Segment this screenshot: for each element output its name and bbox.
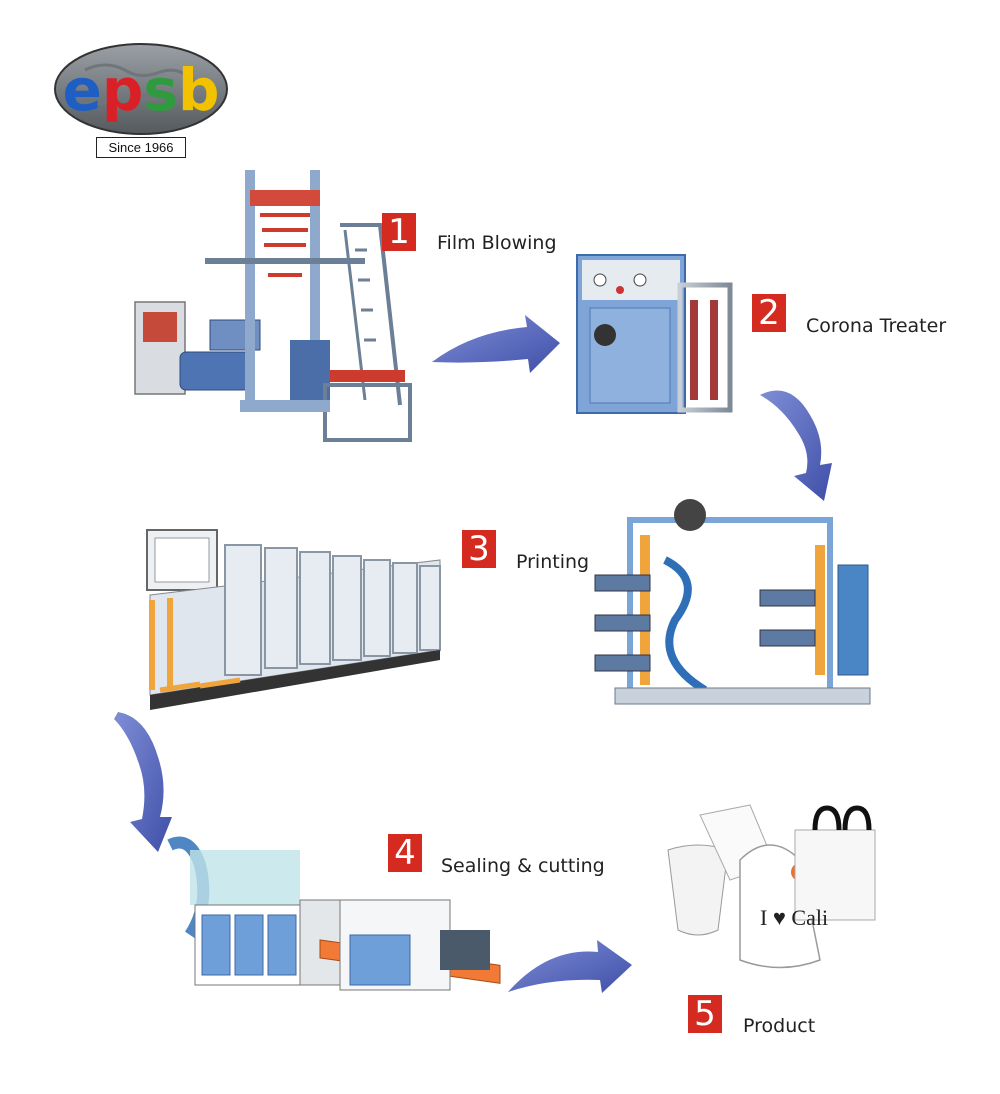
film-blowing-machine-image (134, 170, 412, 442)
gravure-printing-machine-image (146, 529, 441, 710)
logo-letter-s: s (143, 56, 178, 124)
arrow-1-to-2 (432, 315, 560, 373)
step-3-label: Printing (516, 551, 590, 573)
since-1966-caption: Since 1966 (96, 137, 186, 158)
logo-letter-e: e (63, 56, 102, 124)
corona-treater-image (576, 254, 733, 414)
step-2-number-badge: 2 (752, 294, 786, 332)
step-4-number-badge: 4 (388, 834, 422, 872)
arrow-3-to-4 (114, 712, 172, 852)
bag-print-text: I ♥ Cali (760, 905, 828, 930)
flow-arrows (114, 315, 832, 993)
step-2-label: Corona Treater (806, 315, 947, 337)
step-3-number-badge: 3 (462, 530, 496, 568)
logo-letter-b: b (178, 56, 220, 124)
arrow-4-to-5 (508, 940, 632, 993)
step-4-label: Sealing & cutting (441, 855, 605, 877)
step-1-number-badge: 1 (382, 213, 416, 251)
logo-letter-p: p (102, 56, 144, 124)
step-5-number-badge: 5 (688, 995, 722, 1033)
plastic-bags-product-image: I ♥ Cali (667, 804, 876, 969)
step-1-label: Film Blowing (437, 232, 557, 254)
company-logo: epsb (54, 43, 228, 135)
arrow-2-to-3 (760, 390, 832, 501)
step-5-label: Product (743, 1015, 816, 1037)
flexo-printing-machine-image (594, 499, 871, 705)
sealing-cutting-machine-image (167, 836, 501, 991)
svg-text:epsb: epsb (63, 56, 220, 124)
